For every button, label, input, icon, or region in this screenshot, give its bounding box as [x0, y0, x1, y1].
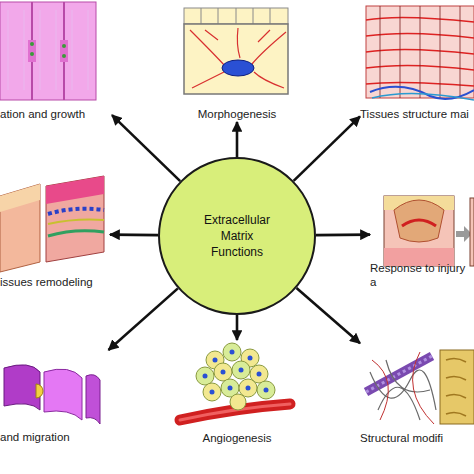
function-panel: Response to injury a: [370, 178, 474, 290]
angiogenesis-illustration-part: [230, 350, 235, 355]
arrow-connector: [294, 116, 360, 180]
angiogenesis-illustration-part: [248, 356, 253, 361]
remodeling-illustration-part: [48, 220, 104, 225]
center-circle: Extracellular Matrix Functions: [158, 157, 316, 315]
fiber-illustration-part: [370, 360, 436, 420]
angiogenesis-illustration-part: [214, 363, 232, 381]
function-panel: ation and growth: [0, 0, 112, 122]
injury-illustration-part: [394, 200, 444, 242]
migration-illustration: [4, 365, 100, 424]
epithelium-illustration-part: [0, 2, 96, 100]
function-panel: issues remodeling: [0, 178, 110, 290]
arrow-connector: [110, 233, 158, 236]
injury-illustration-part: [470, 198, 474, 266]
function-caption: Angiogenesis: [170, 431, 304, 446]
epithelium-illustration-part: [30, 42, 34, 46]
angiogenesis-illustration-part: [239, 368, 244, 373]
fiber-illustration-part: [366, 356, 432, 392]
fiber-illustration-part: [372, 352, 434, 424]
remodeling-illustration-part: [46, 176, 104, 262]
fiber-illustration: [366, 350, 474, 424]
tissue-illustration: [366, 6, 474, 100]
function-caption: Structural modifi: [360, 431, 474, 446]
arrow-connector: [236, 122, 239, 157]
cell-illustration-part: [184, 24, 288, 94]
cell-illustration-part: [222, 60, 254, 76]
remodeling-illustration: [0, 176, 104, 272]
arrow-connector: [112, 115, 180, 181]
epithelium-illustration-part: [62, 44, 66, 48]
epithelium-illustration-part: [8, 10, 88, 90]
epithelium-illustration-part: [30, 52, 34, 56]
arrow-connector: [109, 288, 178, 350]
angiogenesis-illustration-part: [246, 386, 251, 391]
angiogenesis-illustration-part: [210, 390, 215, 395]
function-caption: Morphogenesis: [170, 107, 304, 122]
function-panel: Morphogenesis: [170, 0, 304, 122]
angiogenesis-illustration-part: [203, 383, 221, 401]
angiogenesis-illustration-part: [232, 361, 250, 379]
remodeling-illustration-part: [48, 209, 104, 214]
remodeling-illustration-part: [48, 231, 104, 236]
angiogenesis-illustration-part: [239, 379, 257, 397]
angiogenesis-illustration-part: [196, 367, 214, 385]
tissue-illustration-part: [372, 93, 474, 100]
cell-illustration-part: [190, 28, 286, 88]
function-caption: Response to injury a: [370, 261, 474, 290]
epithelium-illustration: [0, 2, 96, 100]
function-panel: Structural modifi: [360, 340, 474, 446]
tissue-illustration-part: [380, 6, 460, 98]
function-panel: Tissues structure mai: [360, 0, 474, 122]
angiogenesis-illustration-part: [228, 386, 233, 391]
injury-illustration-part: [384, 196, 454, 266]
function-caption: and migration: [0, 430, 110, 445]
angiogenesis-illustration-part: [230, 394, 246, 410]
angiogenesis-illustration-part: [257, 372, 262, 377]
injury-illustration-part: [402, 220, 436, 226]
cell-illustration: [184, 8, 288, 94]
remodeling-illustration-part: [0, 184, 40, 212]
arrow-connector: [297, 288, 361, 343]
migration-illustration-part: [86, 375, 100, 424]
fiber-illustration-part: [440, 350, 474, 424]
function-caption: ation and growth: [0, 107, 112, 122]
angiogenesis-illustration-part: [257, 381, 275, 399]
migration-illustration-part: [4, 365, 40, 410]
angiogenesis-illustration-part: [213, 358, 218, 363]
angiogenesis-illustration-part: [223, 343, 241, 361]
epithelium-illustration-part: [60, 40, 68, 62]
remodeling-illustration-part: [0, 184, 40, 272]
tissue-illustration-part: [366, 6, 474, 98]
remodeling-illustration-part: [46, 176, 104, 204]
fiber-illustration-part: [446, 358, 466, 416]
function-panel: and migration: [0, 350, 110, 445]
angiogenesis-illustration-part: [221, 370, 226, 375]
fiber-illustration-part: [366, 356, 432, 392]
arrow-connector: [316, 233, 370, 236]
function-caption: Tissues structure mai: [360, 107, 474, 122]
migration-illustration-part: [36, 384, 43, 398]
epithelium-illustration-part: [62, 54, 66, 58]
function-panel: Angiogenesis: [170, 340, 304, 446]
arrow-connector: [236, 315, 239, 340]
cell-illustration-part: [184, 8, 288, 24]
function-caption: issues remodeling: [0, 275, 110, 290]
cell-illustration-part: [201, 8, 270, 24]
center-label: Extracellular Matrix Functions: [197, 212, 277, 260]
angiogenesis-illustration-part: [264, 388, 269, 393]
angiogenesis-illustration-part: [203, 374, 208, 379]
migration-illustration-part: [44, 369, 82, 420]
epithelium-illustration-part: [28, 40, 36, 62]
injury-illustration: [384, 196, 474, 266]
angiogenesis-illustration: [180, 343, 290, 420]
